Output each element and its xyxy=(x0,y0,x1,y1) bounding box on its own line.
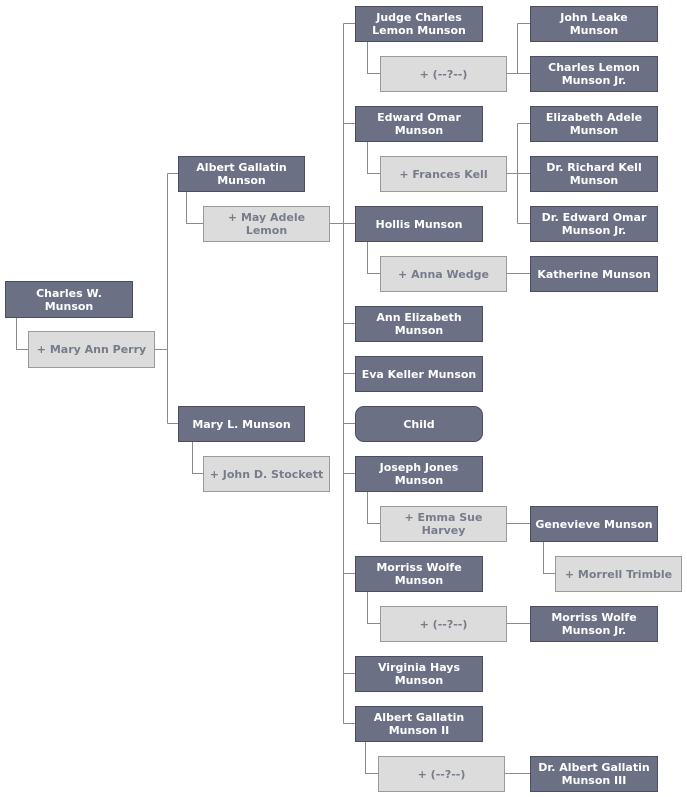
spouse-unknown-1[interactable]: + (--?--) xyxy=(380,56,507,92)
spouse-morrell-trimble[interactable]: + Morrell Trimble xyxy=(555,556,682,592)
person-richard-kell-munson[interactable]: Dr. Richard Kell Munson xyxy=(530,156,658,192)
person-charles-w-munson[interactable]: Charles W. Munson xyxy=(5,281,133,318)
person-judge-charles-lemon-munson[interactable]: Judge Charles Lemon Munson xyxy=(355,6,483,42)
spouse-unknown-3[interactable]: + (--?--) xyxy=(378,756,505,792)
person-edward-omar-munson-jr[interactable]: Dr. Edward Omar Munson Jr. xyxy=(530,206,658,242)
person-katherine-munson[interactable]: Katherine Munson xyxy=(530,256,658,292)
spouse-may-adele-lemon[interactable]: + May Adele Lemon xyxy=(203,206,330,242)
spouse-mary-ann-perry[interactable]: + Mary Ann Perry xyxy=(28,331,155,368)
person-albert-gallatin-munson-ii[interactable]: Albert Gallatin Munson II xyxy=(355,706,483,742)
spouse-john-d-stockett[interactable]: + John D. Stockett xyxy=(203,456,330,492)
person-morriss-wolfe-munson-jr[interactable]: Morriss Wolfe Munson Jr. xyxy=(530,606,658,642)
person-john-leake-munson[interactable]: John Leake Munson xyxy=(530,6,658,42)
person-edward-omar-munson[interactable]: Edward Omar Munson xyxy=(355,106,483,142)
person-child[interactable]: Child xyxy=(355,406,483,442)
spouse-anna-wedge[interactable]: + Anna Wedge xyxy=(380,256,507,292)
spouse-frances-kell[interactable]: + Frances Kell xyxy=(380,156,507,192)
person-mary-l-munson[interactable]: Mary L. Munson xyxy=(178,406,305,442)
person-genevieve-munson[interactable]: Genevieve Munson xyxy=(530,506,658,542)
person-hollis-munson[interactable]: Hollis Munson xyxy=(355,206,483,242)
spouse-unknown-2[interactable]: + (--?--) xyxy=(380,606,507,642)
person-eva-keller-munson[interactable]: Eva Keller Munson xyxy=(355,356,483,392)
person-virginia-hays-munson[interactable]: Virginia Hays Munson xyxy=(355,656,483,692)
person-morriss-wolfe-munson[interactable]: Morriss Wolfe Munson xyxy=(355,556,483,592)
person-albert-gallatin-munson[interactable]: Albert Gallatin Munson xyxy=(178,156,305,192)
person-charles-lemon-munson-jr[interactable]: Charles Lemon Munson Jr. xyxy=(530,56,658,92)
person-albert-gallatin-munson-iii[interactable]: Dr. Albert Gallatin Munson III xyxy=(530,756,658,792)
person-ann-elizabeth-munson[interactable]: Ann Elizabeth Munson xyxy=(355,306,483,342)
spouse-emma-sue-harvey[interactable]: + Emma Sue Harvey xyxy=(380,506,507,542)
person-joseph-jones-munson[interactable]: Joseph Jones Munson xyxy=(355,456,483,492)
person-elizabeth-adele-munson[interactable]: Elizabeth Adele Munson xyxy=(530,106,658,142)
